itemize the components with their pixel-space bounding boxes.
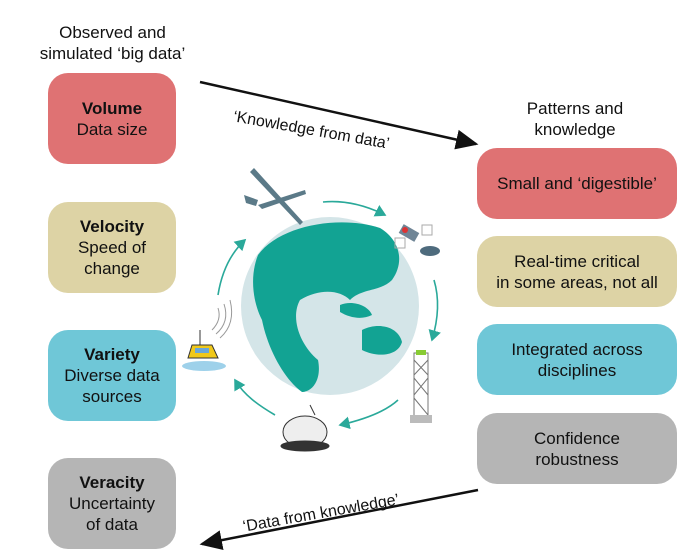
box-text: Real-time critical [514, 251, 640, 271]
left-header-line: simulated ‘big data’ [39, 44, 186, 63]
box-text: sources [82, 387, 142, 406]
drone-icon [244, 168, 306, 225]
data-from-knowledge-arrow [199, 488, 479, 550]
buoy-icon [182, 299, 233, 371]
box-text: disciplines [537, 360, 617, 380]
globe-icon [241, 217, 419, 395]
integrated-box: Integrated across disciplines [477, 324, 677, 395]
box-title: Velocity [79, 217, 145, 236]
right-header: Patterns and knowledge [495, 98, 655, 140]
box-title: Volume [81, 98, 143, 118]
confidence-box: Confidence robustness [477, 413, 677, 484]
box-text: Uncertainty [69, 494, 155, 513]
box-text: of data [86, 515, 138, 534]
right-header-line: Patterns and [526, 99, 624, 118]
measurement-tower-icon [410, 350, 432, 423]
observation-cycle-arrows [217, 200, 441, 430]
box-text: change [84, 259, 140, 278]
small-digestible-box: Small and ‘digestible’ [477, 148, 677, 219]
volume-box: Volume Data size [48, 73, 176, 164]
veracity-box: Veracity Uncertainty of data [48, 458, 176, 549]
box-text: in some areas, not all [496, 272, 658, 292]
box-text: Data size [76, 119, 148, 139]
box-text: Small and ‘digestible’ [497, 174, 657, 193]
box-text: robustness [535, 449, 619, 469]
velocity-box: Velocity Speed of change [48, 202, 176, 293]
real-time-box: Real-time critical in some areas, not al… [477, 236, 677, 307]
box-text: Integrated across [511, 339, 643, 359]
box-text: Speed of [77, 238, 147, 257]
box-text: Diverse data [64, 366, 160, 385]
satellite-icon [394, 224, 440, 256]
knowledge-from-data-arrow [199, 80, 479, 150]
left-header-line: Observed and [59, 23, 166, 42]
box-title: Veracity [79, 473, 145, 492]
variety-box: Variety Diverse data sources [48, 330, 176, 421]
right-header-line: knowledge [534, 120, 616, 139]
telescope-icon [280, 404, 330, 452]
left-header: Observed and simulated ‘big data’ [30, 22, 195, 64]
box-text: Confidence [533, 428, 620, 448]
box-title: Variety [84, 345, 140, 364]
